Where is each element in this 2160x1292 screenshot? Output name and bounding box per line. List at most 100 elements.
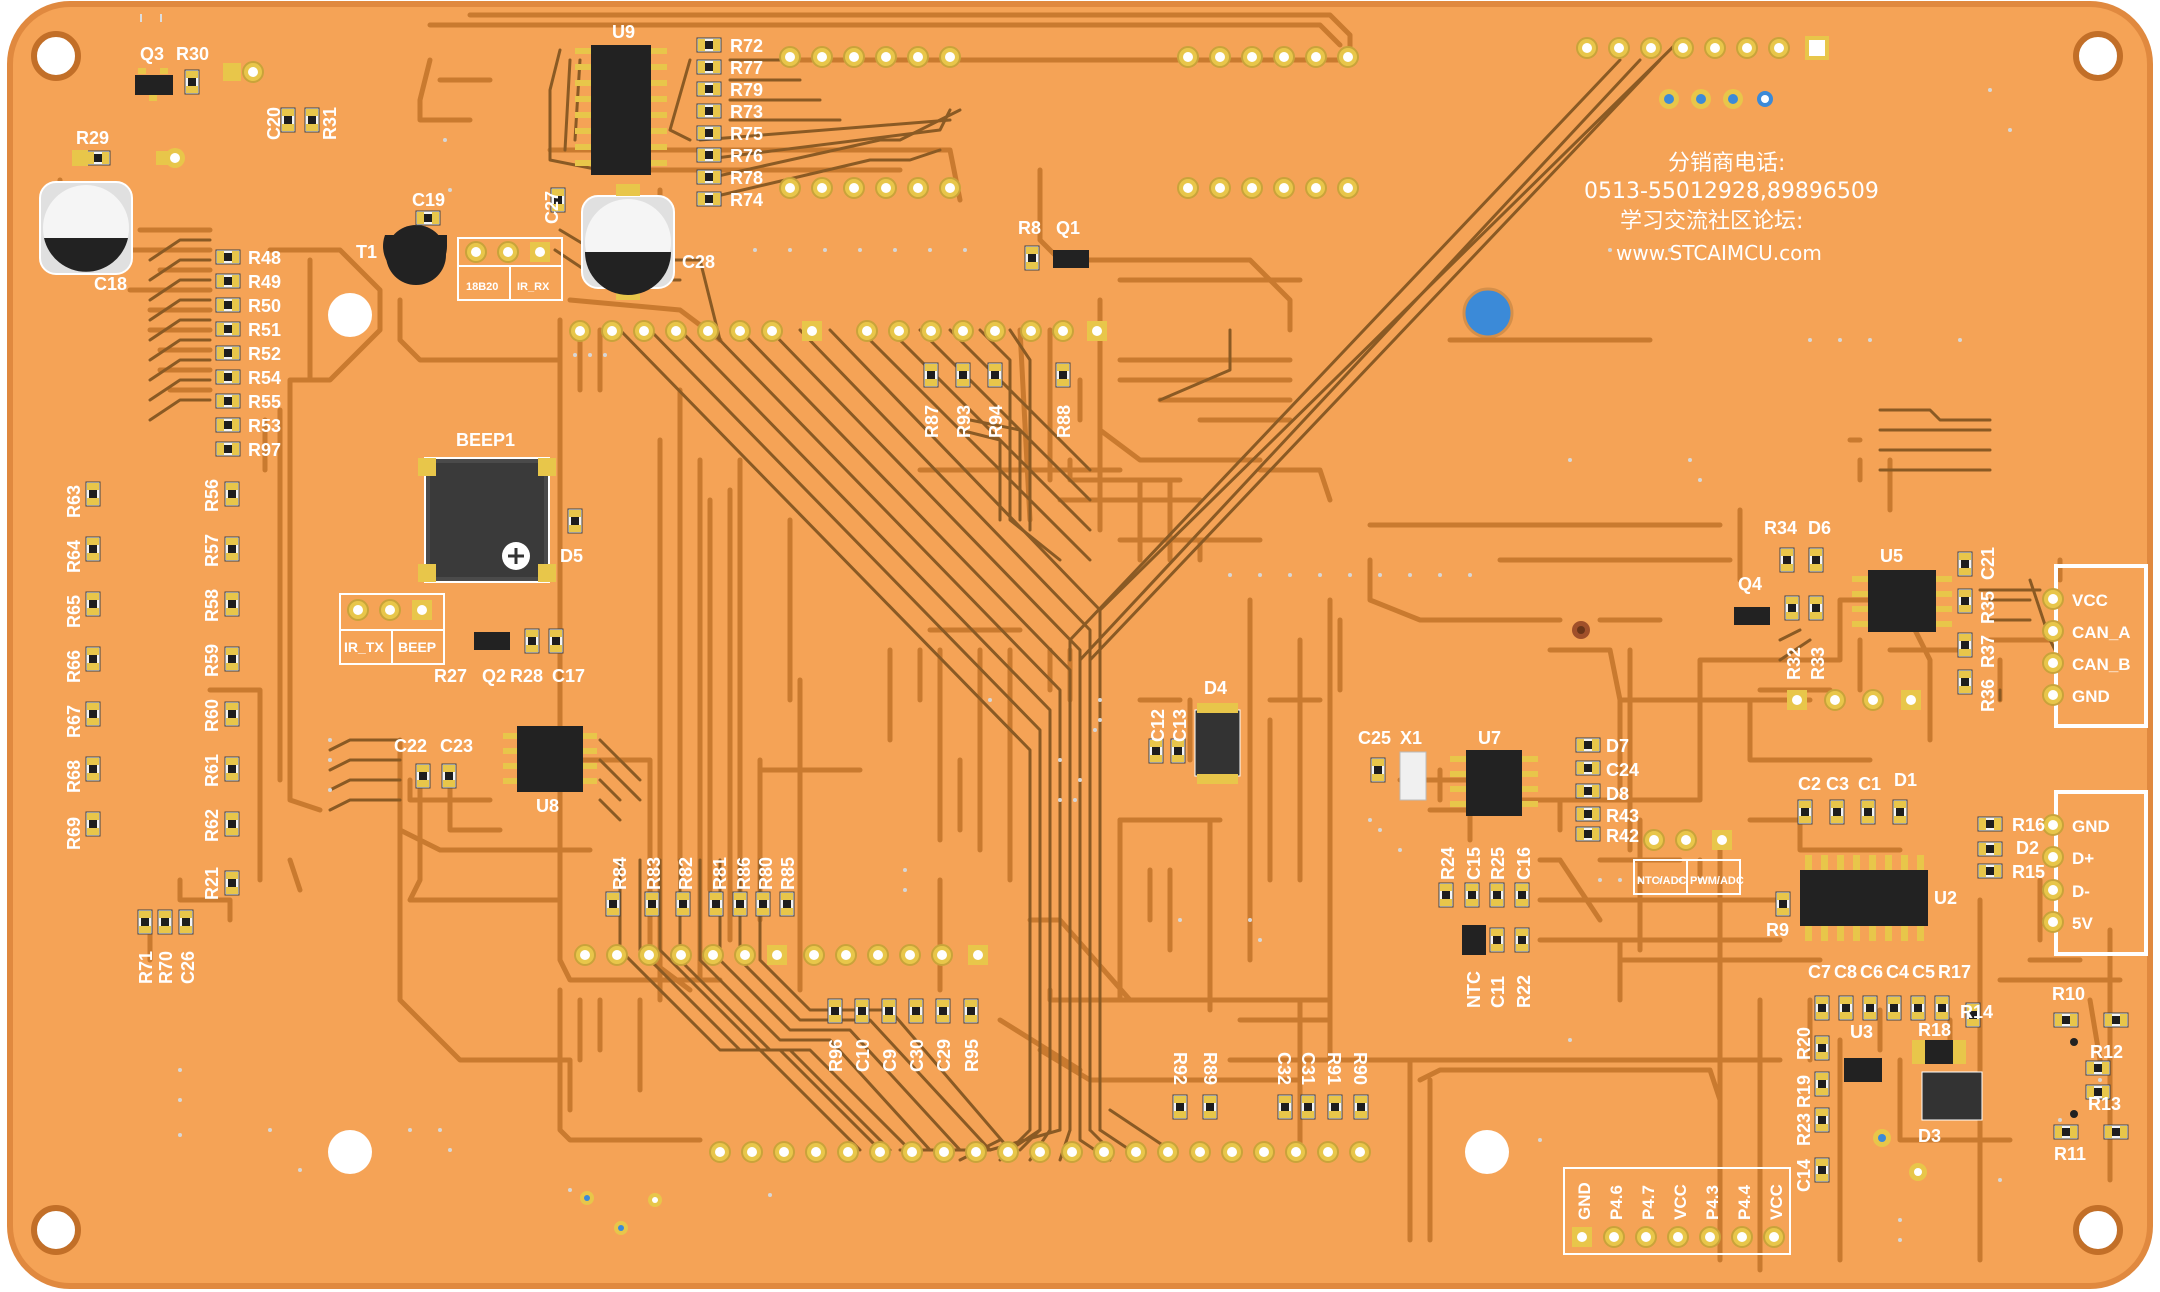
label-c29: C29 (934, 1039, 954, 1072)
label-d5: D5 (560, 546, 583, 566)
label-c4: C4 (1886, 962, 1909, 982)
label-c26: C26 (178, 951, 198, 984)
label-r53: R53 (248, 416, 281, 436)
label-c15: C15 (1464, 847, 1484, 880)
ds18b20-irrx-header (457, 237, 563, 301)
label-r25: R25 (1488, 847, 1508, 880)
beep1-buzzer (418, 457, 556, 583)
label-r22: R22 (1514, 975, 1534, 1008)
label-r55: R55 (248, 392, 281, 412)
label-r57: R57 (202, 534, 222, 567)
vendor-text-line4: www.STCAIMCU.com (1616, 241, 1822, 265)
label-r42: R42 (1606, 826, 1639, 846)
usb-label-gnd: GND (2072, 817, 2110, 836)
label-c23: C23 (440, 736, 473, 756)
bottom-left-pads (580, 1191, 662, 1235)
label-r92: R92 (1170, 1052, 1190, 1085)
label-r48: R48 (248, 248, 281, 268)
label-c5: C5 (1912, 962, 1935, 982)
label-r70: R70 (156, 951, 176, 984)
label-r74: R74 (730, 190, 763, 210)
label-r43: R43 (1606, 806, 1639, 826)
label-r35: R35 (1978, 591, 1998, 624)
label-r50: R50 (248, 296, 281, 316)
label-pwm-adc: PWM/ADC (1690, 875, 1744, 887)
q4-transistor (1734, 607, 1770, 625)
label-c19: C19 (412, 190, 445, 210)
hdr-label-p43: P4.3 (1703, 1185, 1722, 1220)
q1-transistor (1053, 250, 1089, 268)
label-r65: R65 (64, 595, 84, 628)
label-r10: R10 (2052, 984, 2085, 1004)
label-r20: R20 (1794, 1027, 1814, 1060)
label-c6: C6 (1860, 962, 1883, 982)
label-u8: U8 (536, 796, 559, 816)
label-r56: R56 (202, 479, 222, 512)
label-r95: R95 (962, 1039, 982, 1072)
label-r91: R91 (1324, 1052, 1344, 1085)
label-r66: R66 (64, 650, 84, 683)
label-c22: C22 (394, 736, 427, 756)
r10-r13-group (2053, 1012, 2129, 1140)
label-d7: D7 (1606, 736, 1629, 756)
label-r71: R71 (136, 951, 156, 984)
label-r23: R23 (1794, 1113, 1814, 1146)
label-18b20: 18B20 (466, 281, 498, 293)
label-beep: BEEP (398, 639, 436, 655)
vendor-text-line2: 0513-55012928,89896509 (1584, 179, 1879, 204)
usb-connector (2042, 790, 2148, 956)
label-r93: R93 (954, 405, 974, 438)
label-ntc: NTC (1464, 971, 1484, 1008)
label-r79: R79 (730, 80, 763, 100)
irtx-beep-header (339, 593, 445, 665)
label-r94: R94 (986, 405, 1006, 438)
label-c12: C12 (1148, 709, 1168, 742)
label-r60: R60 (202, 699, 222, 732)
u8-chip (503, 726, 597, 792)
label-u5: U5 (1880, 546, 1903, 566)
label-r86: R86 (734, 857, 754, 890)
label-r11: R11 (2054, 1144, 2086, 1164)
bottom-right-header (1563, 1167, 1791, 1255)
traces (57, 12, 2123, 1273)
label-r83: R83 (644, 857, 664, 890)
ntc-row (1462, 925, 1530, 955)
label-c8: C8 (1834, 962, 1857, 982)
label-r62: R62 (202, 809, 222, 842)
vendor-text-line3: 学习交流社区论坛: (1620, 209, 1803, 234)
label-c13: C13 (1170, 709, 1190, 742)
r48-r97-column (215, 249, 241, 457)
usb-label-5v: 5V (2072, 914, 2093, 933)
label-r90: R90 (1350, 1052, 1370, 1085)
label-r34: R34 (1764, 518, 1797, 538)
label-ir-rx: IR_RX (517, 281, 550, 293)
programming-header (1659, 89, 1773, 109)
label-r12: R12 (2090, 1042, 2123, 1062)
c28-electrolytic-capacitor (581, 184, 675, 300)
label-r59: R59 (202, 644, 222, 677)
label-r72: R72 (730, 36, 763, 56)
r16-d2-r15 (1977, 816, 2003, 879)
label-r49: R49 (248, 272, 281, 292)
label-r27: R27 (434, 666, 467, 686)
label-beep1: BEEP1 (456, 430, 515, 450)
label-c20: C20 (264, 107, 284, 140)
hdr-label-p47: P4.7 (1639, 1185, 1658, 1220)
label-r54: R54 (248, 368, 281, 388)
label-c14: C14 (1794, 1159, 1814, 1192)
u7-chip (1450, 750, 1538, 816)
d4-diode (1194, 703, 1241, 784)
can-label-vcc: VCC (2072, 591, 2108, 610)
label-c27: C27 (542, 191, 562, 224)
c18-electrolytic-capacitor (39, 181, 133, 275)
label-c2: C2 (1798, 774, 1821, 794)
label-r28: R28 (510, 666, 543, 686)
r20-c14-column (1814, 1035, 1830, 1183)
label-r30: R30 (176, 44, 209, 64)
label-c30: C30 (907, 1039, 927, 1072)
bus-traces (148, 38, 2062, 1162)
hdr-label-vcc1: VCC (1671, 1184, 1690, 1220)
usb-label-dminus: D- (2072, 882, 2090, 901)
label-r37: R37 (1978, 635, 1998, 668)
